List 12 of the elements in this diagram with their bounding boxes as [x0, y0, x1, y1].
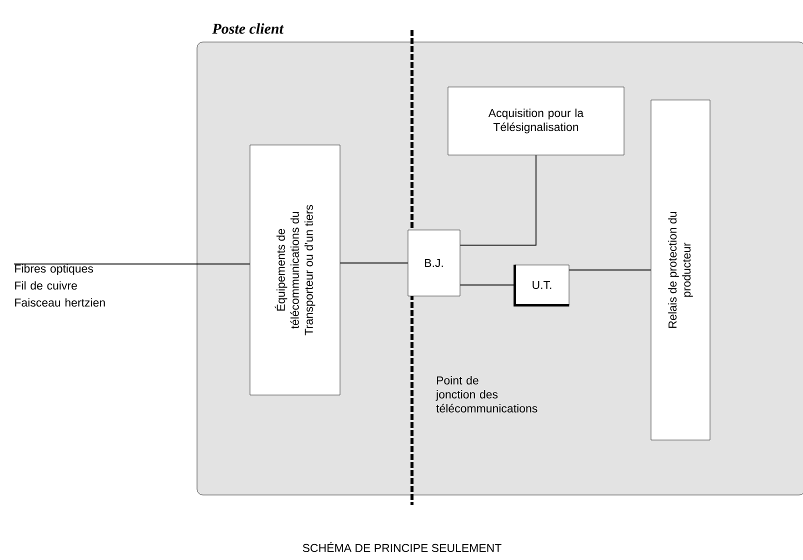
equipment-box: Relais de protection du producteur: [650, 100, 710, 440]
connector-line: [460, 284, 516, 286]
media-label: Fibres optiques Fil de cuivre Faisceau hertzien: [15, 264, 105, 307]
process-box: Acquisition pour la Télésignalisation: [448, 86, 624, 156]
equipment-box: Équipements de télécommunications du Transporteur ou d'un tiers: [250, 144, 340, 396]
node-label: Poste client: [212, 23, 284, 34]
process-box: B.J.: [408, 230, 460, 296]
caption: SCHÉMA DE PRINCIPE SEULEMENT: [302, 542, 502, 552]
connector-line: [340, 262, 408, 264]
connector-line: [460, 154, 536, 246]
junction-label: Point de jonction des télécommunications: [436, 376, 538, 412]
unit-box: U.T.: [514, 264, 570, 306]
